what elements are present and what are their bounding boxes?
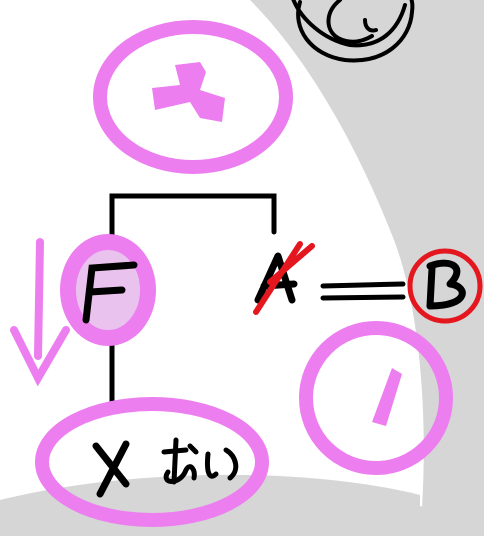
node-a-glyph	[254, 252, 298, 304]
node-b	[407, 248, 483, 324]
node-x	[35, 397, 269, 527]
node-f	[60, 234, 156, 346]
down-arrow-icon	[10, 238, 70, 387]
badge-top	[93, 20, 293, 174]
equivalence-lines	[320, 281, 406, 301]
node-x-glyph	[92, 440, 130, 498]
node-f-glyph	[82, 261, 138, 324]
strike-through-mark	[253, 241, 315, 315]
node-a	[253, 241, 315, 315]
background-swoosh	[250, 0, 484, 536]
number-2-glyph-icon	[152, 62, 225, 122]
node-b-glyph	[426, 259, 466, 310]
node-x-annotation	[161, 437, 239, 485]
corner-c-mark-icon	[291, 0, 415, 63]
tree-connectors	[109, 193, 277, 415]
badge-right	[299, 321, 453, 475]
number-1-glyph-icon	[372, 368, 402, 426]
